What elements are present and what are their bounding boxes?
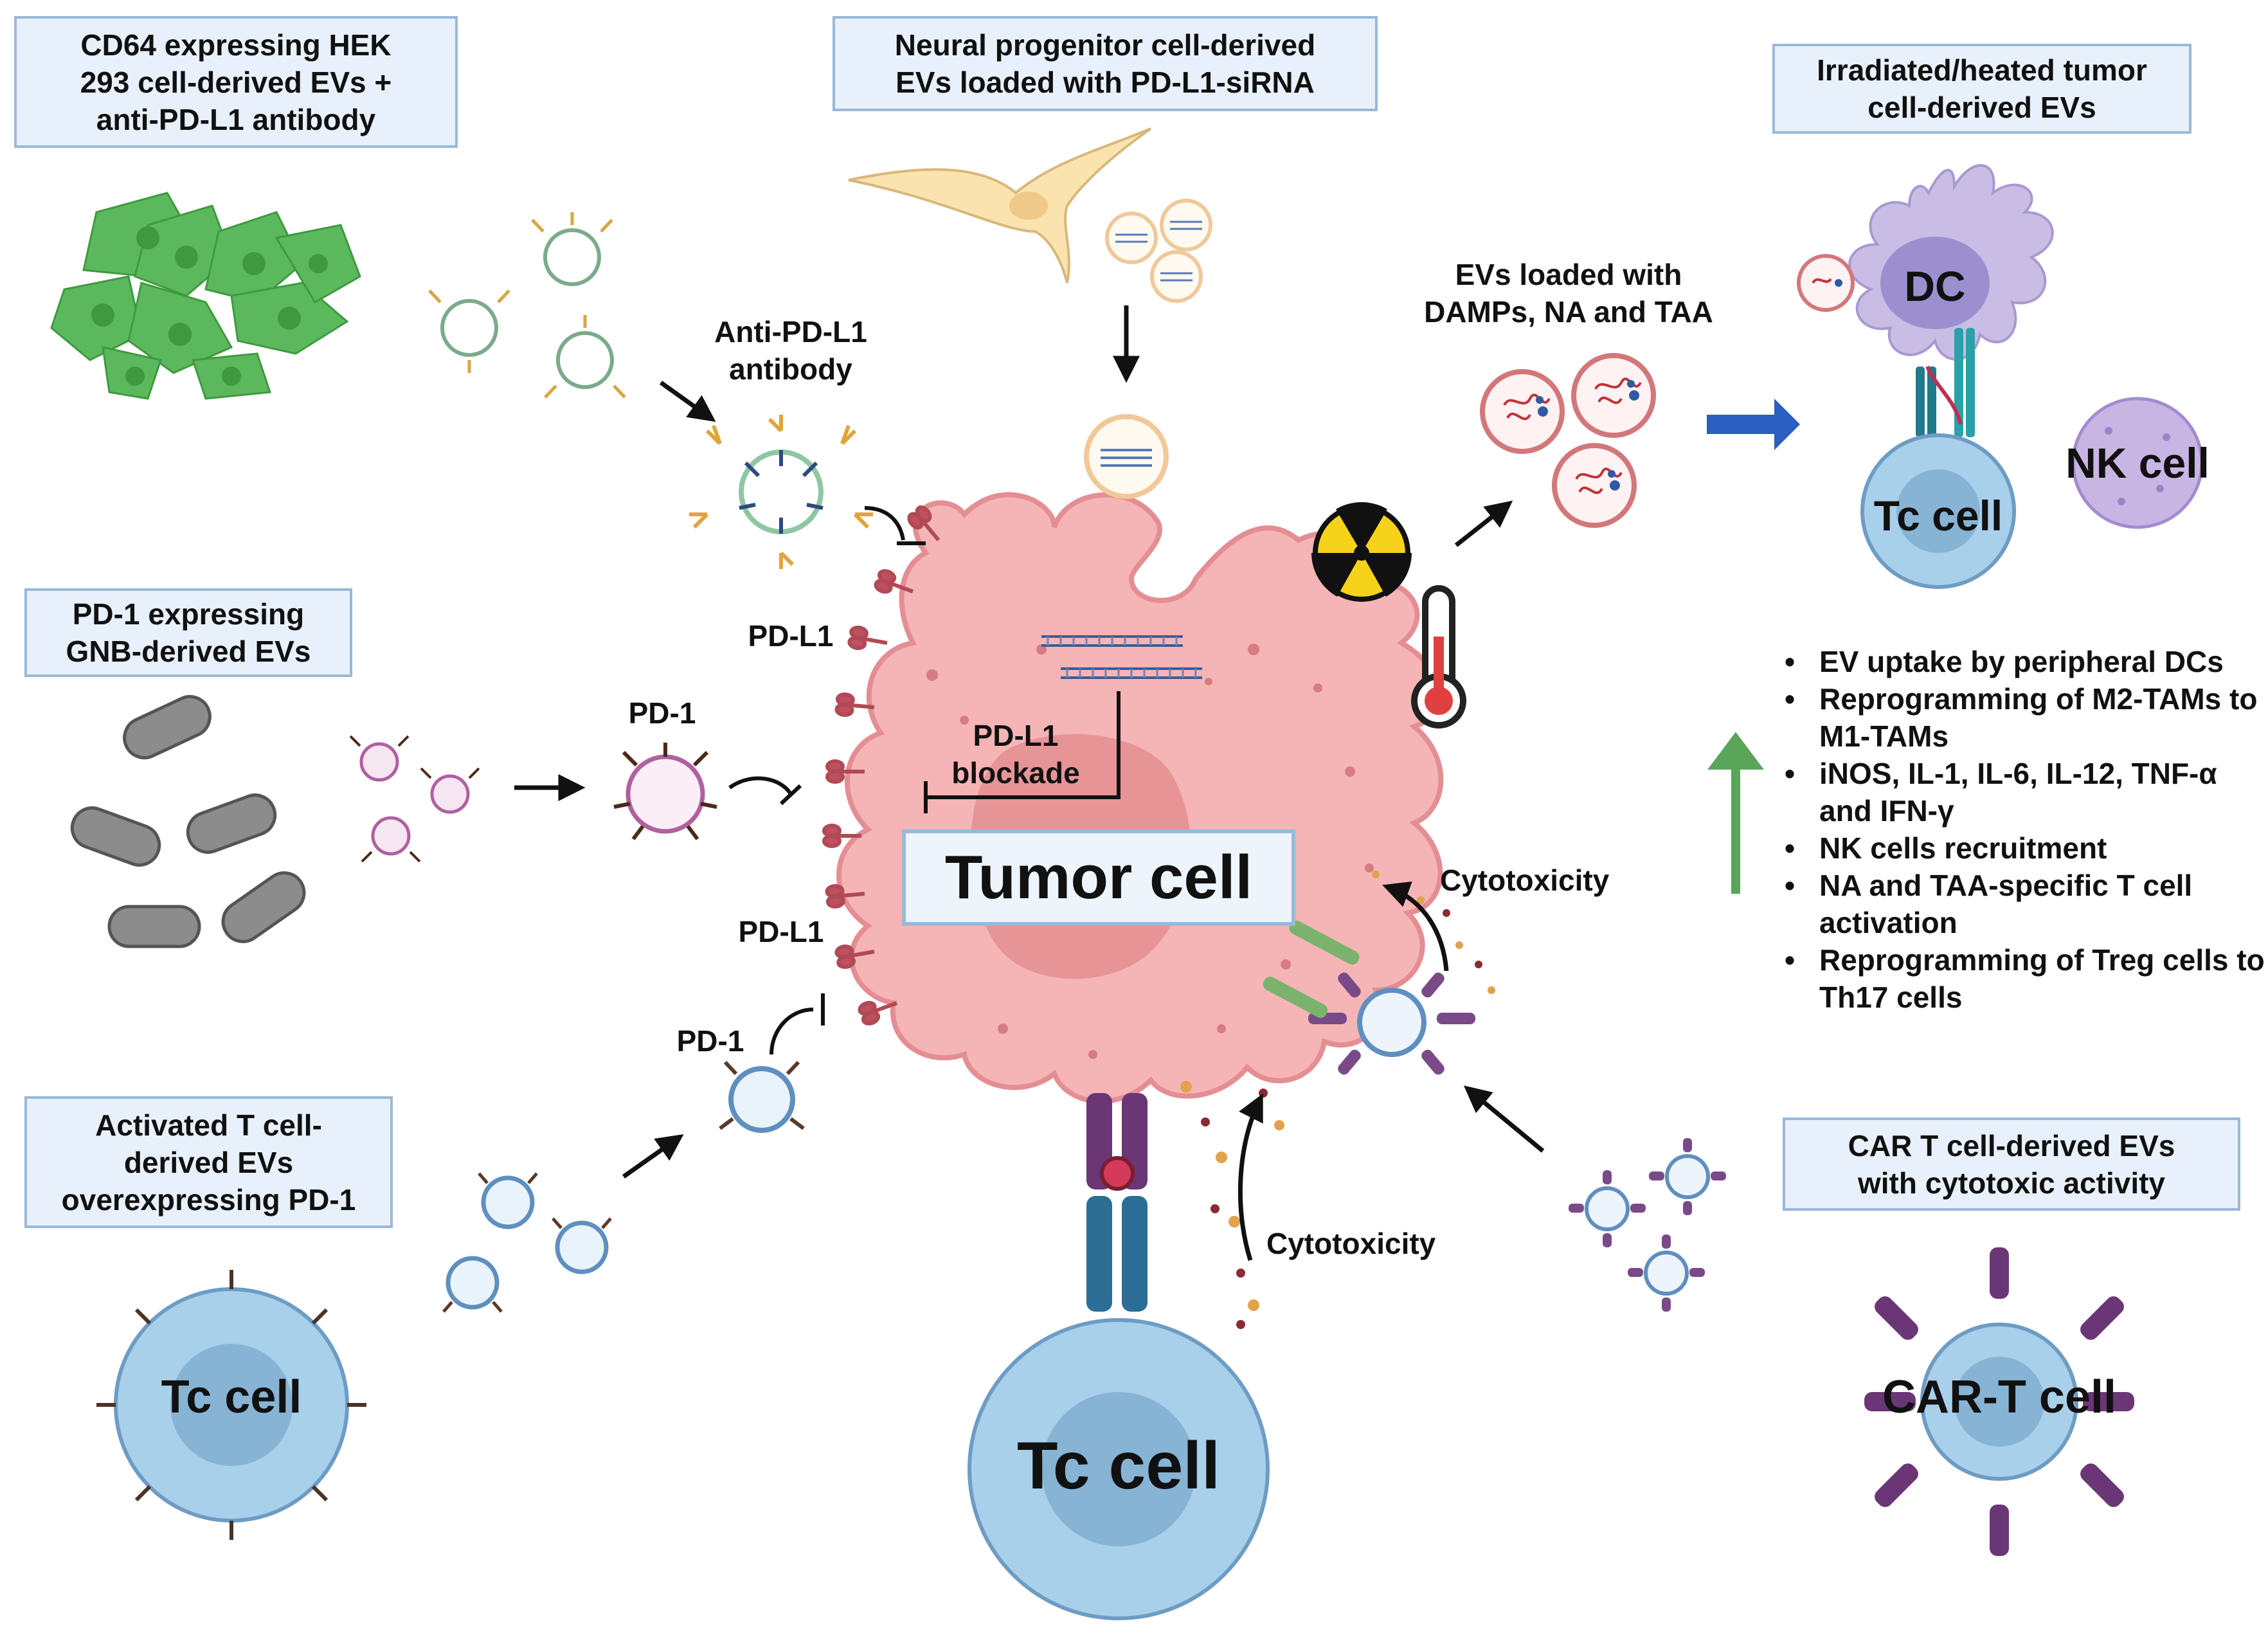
dc-ev	[1797, 254, 1855, 312]
outcome-item: EV uptake by peripheral DCs	[1781, 643, 2268, 680]
anti-pdl1-label: Anti-PD-L1 antibody	[681, 313, 900, 388]
cytotoxic-granules-right	[1372, 871, 1495, 994]
irradiated-evs-box-line: Irradiated/heated tumor	[1817, 53, 2147, 87]
irradiated-evs-box-line: cell-derived EVs	[1868, 91, 2096, 124]
radiation-icon	[1311, 502, 1412, 602]
hek-evs-box-line: anti-PD-L1 antibody	[96, 102, 376, 136]
inhibit-curve-antibody	[864, 506, 905, 541]
tumor-cell-label: Tumor cell	[944, 843, 1253, 912]
neural-evs-box: Neural progenitor cell-derived EVs loade…	[833, 16, 1378, 111]
gnb-evs-box: PD-1 expressing GNB-derived EVs	[24, 588, 352, 677]
blockade-path	[926, 691, 1120, 799]
arrow-car-evs-to-tumor	[1463, 1085, 1545, 1153]
damp-evs	[1480, 353, 1656, 528]
thermometer-icon	[1411, 585, 1466, 728]
tc-cell-left-graphic	[96, 1270, 366, 1540]
gnb-evs-box-line: PD-1 expressing	[72, 597, 305, 631]
gnb-evs-box-line: GNB-derived EVs	[66, 635, 311, 668]
anti-pdl1-label-line: Anti-PD-L1	[714, 315, 867, 348]
outcome-item: Reprogramming of M2-TAMs to M1-TAMs	[1781, 680, 2268, 755]
blue-arrow	[1707, 399, 1800, 450]
inhibit-curve-gnb	[728, 776, 793, 795]
arrow-hek-to-antibody	[659, 381, 716, 422]
dc-label: DC	[1904, 262, 1966, 310]
blockade-label-line: blockade	[951, 756, 1080, 790]
gnb-evs	[349, 735, 480, 863]
evs-loaded-label-line: EVs loaded with	[1455, 258, 1682, 291]
activated-t-evs-box: Activated T cell- derived EVs overexpres…	[24, 1096, 393, 1228]
activated-t-evs-box-line: overexpressing PD-1	[61, 1182, 356, 1216]
activated-t-evs-box-line: Activated T cell-	[95, 1108, 322, 1142]
pdl1-label-bottom: PD-L1	[738, 915, 824, 948]
sirna-in-tumor	[1041, 635, 1202, 679]
hek-evs-box: CD64 expressing HEK 293 cell-derived EVs…	[14, 16, 458, 148]
car-t-evs-box: CAR T cell-derived EVs with cytotoxic ac…	[1783, 1117, 2240, 1211]
pd1-label-gnb: PD-1	[628, 696, 696, 730]
pd1-gnb-ev	[613, 743, 717, 840]
hek-evs	[428, 212, 626, 399]
cytotoxicity-arrow-right	[1382, 882, 1449, 972]
neural-evs-box-line: Neural progenitor cell-derived	[894, 28, 1316, 62]
outcome-item: iNOS, IL-1, IL-6, IL-12, TNF-α and IFN-γ	[1781, 755, 2268, 829]
green-up-arrow	[1707, 732, 1764, 894]
tc-cell-center-label: Tc cell	[1016, 1429, 1220, 1503]
car-t-evs-box-line: with cytotoxic activity	[1857, 1166, 2165, 1200]
tc-cell-left-label: Tc cell	[161, 1371, 302, 1423]
neural-evs-box-line: EVs loaded with PD-L1-siRNA	[896, 66, 1315, 99]
hek-evs-box-line: CD64 expressing HEK	[80, 28, 392, 62]
tcr-mhc-complex	[1086, 1093, 1148, 1312]
tc-cell-dc-label: Tc cell	[1873, 492, 2003, 539]
car-t-ev-at-tumor	[1263, 920, 1475, 1075]
car-t-evs	[1569, 1138, 1726, 1312]
hek-293-cells	[50, 192, 361, 400]
outcome-item: Reprogramming of Treg cells to Th17 cell…	[1781, 941, 2268, 1016]
irradiated-evs-box: Irradiated/heated tumor cell-derived EVs	[1772, 44, 2192, 134]
car-t-cell-label: CAR-T cell	[1882, 1371, 2117, 1423]
blockade-label-line: PD-L1	[973, 719, 1059, 752]
tc-cell-dc-graphic	[1860, 433, 2016, 589]
neural-progenitor-cell	[848, 127, 1152, 284]
cytotoxicity-arrow-bottom	[1238, 1093, 1263, 1262]
car-t-evs-box-line: CAR T cell-derived EVs	[1848, 1128, 2175, 1162]
cytotoxic-granules-bottom	[1180, 1081, 1284, 1329]
activated-t-evs	[442, 1172, 612, 1313]
gnb-bacteria	[70, 695, 306, 948]
tc-cell-center-graphic	[968, 1318, 1270, 1620]
outcome-item: NA and TAA-specific T cell activation	[1781, 867, 2268, 941]
nk-cell-graphic	[2071, 397, 2204, 529]
cytotoxicity-label-right: Cytotoxicity	[1440, 864, 1610, 897]
pd1-t-ev	[719, 1060, 805, 1133]
tumor-cell-box: Tumor cell	[902, 829, 1295, 926]
car-t-cell-graphic	[1864, 1247, 2134, 1556]
anti-pdl1-label-line: antibody	[729, 352, 852, 386]
anti-pdl1-antibody-ev	[689, 415, 873, 569]
dc-tcell-receptors	[1916, 328, 1975, 437]
pdl1-label-top: PD-L1	[748, 619, 834, 653]
hek-evs-box-line: 293 cell-derived EVs +	[80, 65, 392, 99]
inhibit-curve-t	[770, 1008, 814, 1055]
outcome-item: NK cells recruitment	[1781, 829, 2268, 867]
dendritic-cell	[1848, 164, 2054, 361]
arrow-to-damp-evs	[1454, 500, 1513, 547]
arrow-t-evs-to-pd1	[622, 1134, 684, 1179]
sirna-evs	[1105, 199, 1212, 303]
activated-t-evs-box-line: derived EVs	[123, 1145, 294, 1179]
outcomes-list: EV uptake by peripheral DCs Reprogrammin…	[1781, 643, 2268, 1016]
evs-loaded-label-line: DAMPs, NA and TAA	[1424, 295, 1713, 329]
pd1-label-t: PD-1	[676, 1024, 744, 1058]
sirna-ev-at-tumor	[1084, 414, 1169, 499]
pdl1-receptors	[822, 505, 941, 1026]
cytotoxicity-label-bottom: Cytotoxicity	[1266, 1227, 1436, 1260]
blockade-label: PD-L1 blockade	[929, 717, 1102, 791]
evs-loaded-label: EVs loaded with DAMPs, NA and TAA	[1398, 256, 1739, 330]
nk-cell-label: NK cell	[2066, 439, 2210, 487]
